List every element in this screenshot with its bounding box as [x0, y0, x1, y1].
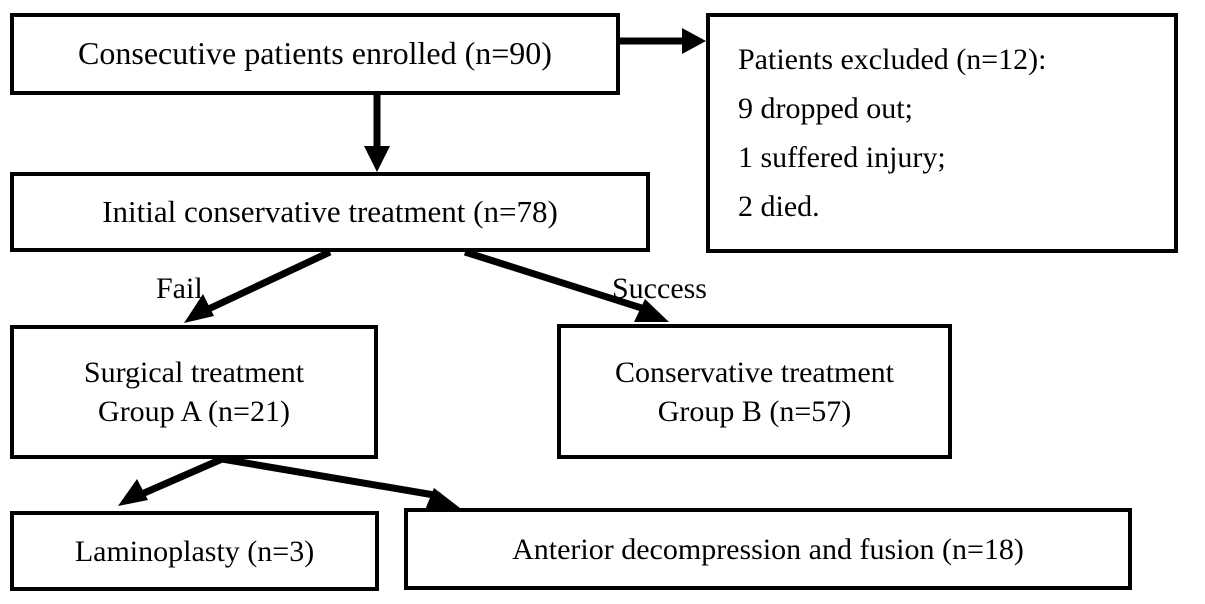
- edge-label-success: Success: [612, 272, 707, 305]
- node-anterior-decompression-fusion[interactable]: Anterior decompression and fusion (n=18): [404, 508, 1132, 590]
- arrow-group-a-to-laminoplasty: [118, 455, 224, 506]
- node-enrolled-line-1: Consecutive patients enrolled (n=90): [78, 35, 552, 72]
- node-laminoplasty-line-1: Laminoplasty (n=3): [74, 534, 315, 568]
- node-excluded-line-4: 2 died.: [738, 190, 820, 223]
- node-laminoplasty[interactable]: Laminoplasty (n=3): [10, 511, 379, 591]
- node-group-a-surgical[interactable]: Surgical treatment Group A (n=21): [10, 325, 378, 459]
- arrow-enrolled-to-initial: [364, 95, 390, 172]
- node-excluded-line-2: 9 dropped out;: [738, 92, 913, 125]
- node-excluded-line-1: Patients excluded (n=12):: [738, 43, 1047, 76]
- node-group-a-line-1: Surgical treatment: [83, 356, 305, 389]
- node-group-b-conservative[interactable]: Conservative treatment Group B (n=57): [557, 324, 952, 459]
- node-group-a-line-2: Group A (n=21): [98, 395, 290, 428]
- node-group-b-line-1: Conservative treatment: [614, 355, 895, 389]
- arrow-enrolled-to-excluded: [620, 28, 706, 54]
- node-excluded[interactable]: Patients excluded (n=12): 9 dropped out;…: [706, 13, 1178, 253]
- node-anterior-line-1: Anterior decompression and fusion (n=18): [512, 532, 1024, 566]
- node-initial-conservative-treatment[interactable]: Initial conservative treatment (n=78): [10, 172, 650, 252]
- node-excluded-line-3: 1 suffered injury;: [738, 141, 946, 174]
- node-group-b-line-2: Group B (n=57): [657, 394, 852, 428]
- node-initial-line-1: Initial conservative treatment (n=78): [102, 193, 558, 229]
- arrow-group-a-to-anterior: [221, 455, 460, 510]
- edge-label-fail: Fail: [156, 272, 203, 305]
- arrow-initial-to-group-a: [184, 248, 332, 323]
- node-enrolled[interactable]: Consecutive patients enrolled (n=90): [10, 13, 620, 95]
